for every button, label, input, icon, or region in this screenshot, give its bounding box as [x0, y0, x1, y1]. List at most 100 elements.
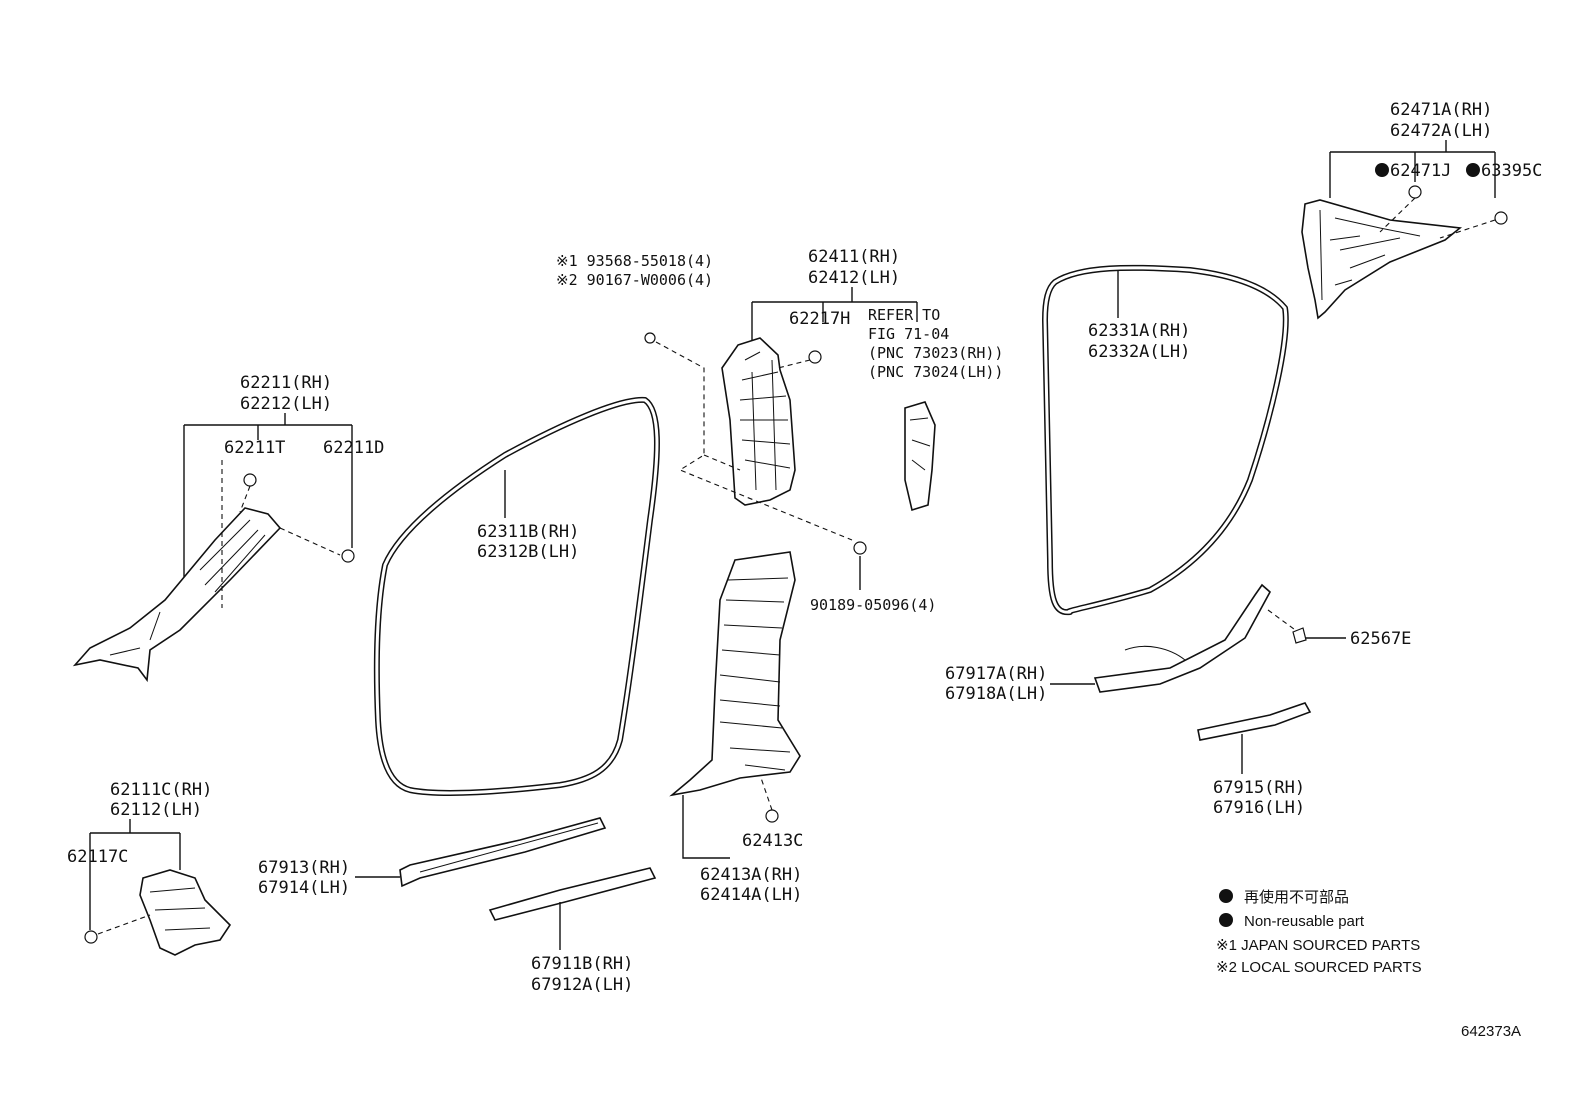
front-scuff-group: 67913(RH) 67914(LH) 67911B(RH) 67912A(LH… [258, 817, 657, 995]
label-62331A[interactable]: 62331A(RH) [1088, 321, 1190, 341]
label-refer-pnc-lh[interactable]: (PNC 73024(LH)) [868, 363, 1003, 381]
label-62412[interactable]: 62412(LH) [808, 268, 900, 288]
clip-62567E-icon [1292, 627, 1307, 644]
clip-62211D-icon [341, 549, 355, 563]
label-90189[interactable]: 90189-05096(4) [810, 596, 936, 614]
dashed-guide [97, 914, 151, 935]
quarter-trim-group: 62471A(RH) 62472A(LH) 62471J 63395C [1301, 100, 1542, 320]
legend-local-sourced: ※2 LOCAL SOURCED PARTS [1216, 959, 1422, 976]
center-pillar-upper-trim-part[interactable] [721, 337, 796, 506]
seat-belt-detail [909, 417, 931, 471]
label-62312B[interactable]: 62312B(LH) [477, 542, 579, 562]
dashed-guide [1267, 609, 1299, 633]
dashed-guide [777, 359, 811, 369]
label-62472A[interactable]: 62472A(LH) [1390, 121, 1492, 141]
legend-japanese: 再使用不可部品 [1244, 889, 1349, 906]
front-door-scuff-plate-part[interactable] [399, 817, 607, 888]
label-62111C[interactable]: 62111C(RH) [110, 780, 212, 800]
dashed-guide [655, 341, 853, 541]
label-67914[interactable]: 67914(LH) [258, 878, 350, 898]
rear-step-cover-part[interactable] [1197, 702, 1312, 741]
bolt-group: ※1 93568-55018(4) ※2 90167-W0006(4) [556, 252, 853, 541]
label-62471J[interactable]: 62471J [1390, 161, 1451, 181]
label-62211T[interactable]: 62211T [224, 438, 285, 458]
label-67918A[interactable]: 67918A(LH) [945, 684, 1047, 704]
label-62311B[interactable]: 62311B(RH) [477, 522, 579, 542]
cowl-trim-detail [149, 887, 211, 931]
rear-scuff-group: 62567E 67917A(RH) 67918A(LH) 67915(RH) 6… [945, 583, 1411, 818]
label-67911B[interactable]: 67911B(RH) [531, 954, 633, 974]
label-63395C[interactable]: 63395C [1481, 161, 1542, 181]
clip-63395C-icon [1494, 211, 1508, 225]
label-67917A[interactable]: 67917A(RH) [945, 664, 1047, 684]
cowl-side-trim-part[interactable] [139, 869, 232, 956]
label-refer-pnc-rh[interactable]: (PNC 73023(RH)) [868, 344, 1003, 362]
label-62211[interactable]: 62211(RH) [240, 373, 332, 393]
label-67916[interactable]: 67916(LH) [1213, 798, 1305, 818]
center-pillar-lower-group: 62413C 62413A(RH) 62414A(LH) [669, 551, 803, 905]
label-62411[interactable]: 62411(RH) [808, 247, 900, 267]
legend: 再使用不可部品 Non-reusable part ※1 JAPAN SOURC… [1216, 889, 1422, 976]
label-refer-fig[interactable]: FIG 71-04 [868, 325, 949, 343]
clip-62117C-icon [84, 930, 98, 944]
center-pillar-lower-detail [719, 577, 791, 771]
leader-62413A [682, 795, 730, 859]
legend-japan-sourced: ※1 JAPAN SOURCED PARTS [1216, 937, 1420, 954]
label-62413A[interactable]: 62413A(RH) [700, 865, 802, 885]
front-scuff-detail [419, 822, 599, 873]
bolt-icon [644, 332, 656, 344]
rear-door-weatherstrip-part[interactable] [1042, 264, 1289, 616]
clip-90189-icon [853, 541, 867, 555]
label-67912A[interactable]: 67912A(LH) [531, 975, 633, 995]
clip-62217H-icon [808, 350, 822, 364]
leader-62211 [183, 413, 353, 600]
label-67915[interactable]: 67915(RH) [1213, 778, 1305, 798]
clip-62413C-icon [765, 809, 779, 823]
quarter-trim-part[interactable] [1301, 199, 1463, 320]
label-62117C[interactable]: 62117C [67, 847, 128, 867]
seat-belt-part-reference[interactable] [904, 401, 936, 512]
center-pillar-lower-trim-part[interactable] [669, 551, 801, 797]
non-reusable-dot [1466, 163, 1480, 177]
label-62217H[interactable]: 62217H [789, 309, 850, 329]
quarter-trim-detail [1319, 209, 1421, 301]
center-pillar-upper-group: 62411(RH) 62412(LH) 62217H REFER TO FIG … [721, 247, 1003, 512]
rear-scuff-detail [1124, 645, 1186, 661]
label-bolt-japan[interactable]: ※1 93568-55018(4) [556, 252, 713, 270]
label-62211D[interactable]: 62211D [323, 438, 384, 458]
front-pillar-detail [109, 519, 266, 656]
label-62414A[interactable]: 62414A(LH) [700, 885, 802, 905]
front-step-cover-part[interactable] [488, 867, 657, 921]
rear-door-scuff-plate-part[interactable] [1093, 583, 1272, 693]
label-62567E[interactable]: 62567E [1350, 629, 1411, 649]
label-62471A[interactable]: 62471A(RH) [1390, 100, 1492, 120]
non-reusable-dot [1375, 163, 1389, 177]
clip-62211T-icon [243, 473, 257, 487]
rear-door-seal-group: 62331A(RH) 62332A(LH) [1042, 264, 1289, 616]
label-62332A[interactable]: 62332A(LH) [1088, 342, 1190, 362]
center-pillar-upper-detail [739, 351, 791, 491]
label-bolt-local[interactable]: ※2 90167-W0006(4) [556, 271, 713, 289]
label-62212[interactable]: 62212(LH) [240, 394, 332, 414]
clip-62471J-icon [1408, 185, 1422, 199]
front-door-seal-group: 62311B(RH) 62312B(LH) [373, 396, 660, 796]
legend-non-reusable: Non-reusable part [1244, 913, 1365, 930]
legend-dot-icon [1219, 889, 1233, 903]
leader-62111C [89, 819, 181, 930]
label-62112[interactable]: 62112(LH) [110, 800, 202, 820]
dashed-guide [1379, 197, 1496, 239]
legend-dot-icon [1219, 913, 1233, 927]
clip-90189-group: 90189-05096(4) [810, 541, 936, 614]
label-67913[interactable]: 67913(RH) [258, 858, 350, 878]
dashed-guide [221, 460, 341, 608]
label-refer-to[interactable]: REFER TO [868, 306, 940, 324]
dashed-guide [759, 774, 773, 811]
diagram-code: 642373A [1461, 1023, 1521, 1040]
front-door-weatherstrip-part[interactable] [373, 396, 660, 796]
front-pillar-trim-part[interactable] [72, 507, 282, 683]
cowl-trim-group: 62111C(RH) 62112(LH) 62117C [67, 780, 232, 956]
leader-62471A [1329, 140, 1496, 198]
leader-62411 [751, 287, 918, 345]
label-62413C[interactable]: 62413C [742, 831, 803, 851]
